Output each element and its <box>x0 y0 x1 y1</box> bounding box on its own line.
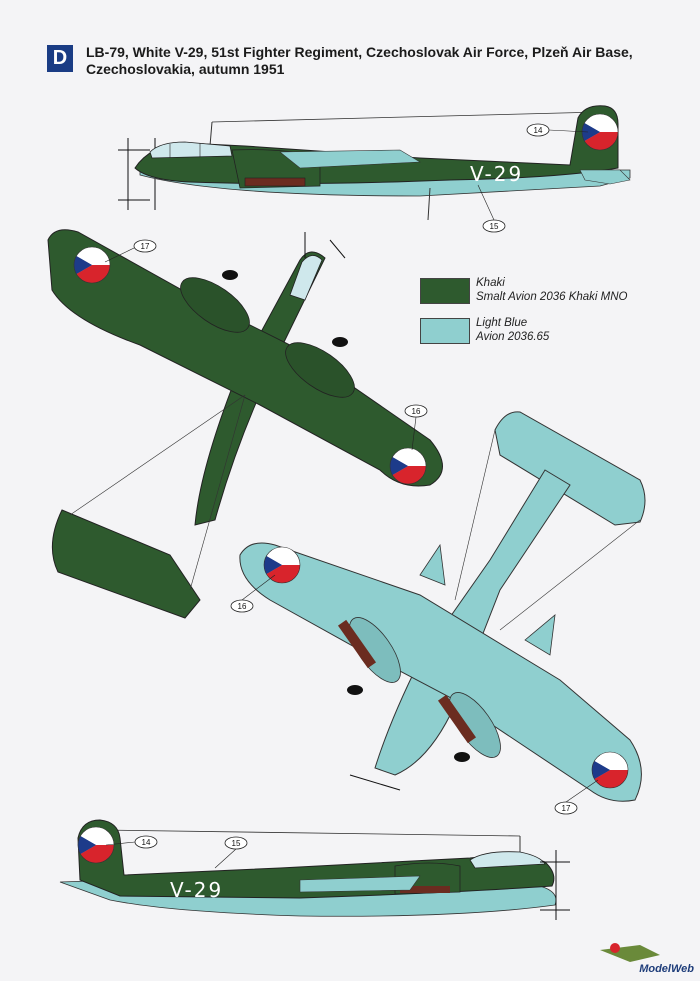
legend-product: Avion 2036.65 <box>476 331 550 343</box>
swatch-light-blue <box>420 318 470 344</box>
legend-name: Khaki <box>476 277 505 289</box>
legend-name: Light Blue <box>476 317 528 329</box>
callout-16-bottom-view: 16 <box>238 602 247 611</box>
callout-17-top-view: 17 <box>141 242 150 251</box>
watermark: ModelWeb <box>639 963 694 975</box>
top-view <box>47 229 443 619</box>
callout-16-top-view: 16 <box>412 407 421 416</box>
side-view-left: V-29 <box>118 105 631 221</box>
side-code-top: V-29 <box>470 162 523 186</box>
callout-14-top: 14 <box>534 126 543 135</box>
legend-product: Smalt Avion 2036 Khaki MNO <box>476 291 628 303</box>
swatch-khaki <box>420 278 470 304</box>
callout-14-bottom: 14 <box>142 838 151 847</box>
callout-15-bottom: 15 <box>232 839 241 848</box>
side-code-bottom: V-29 <box>170 878 223 902</box>
profile-letter-badge: D <box>47 45 73 72</box>
callout-17-bottom-view: 17 <box>562 804 571 813</box>
antenna-wire <box>211 111 601 123</box>
side-view-right: V-29 <box>59 819 570 920</box>
callouts: 14 15 17 16 16 17 14 <box>104 123 599 869</box>
profile-title: LB-79, White V-29, 51st Fighter Regiment… <box>86 44 633 77</box>
modelweb-logo-icon <box>600 943 660 962</box>
bottom-view <box>239 411 646 802</box>
callout-15-top: 15 <box>490 222 499 231</box>
